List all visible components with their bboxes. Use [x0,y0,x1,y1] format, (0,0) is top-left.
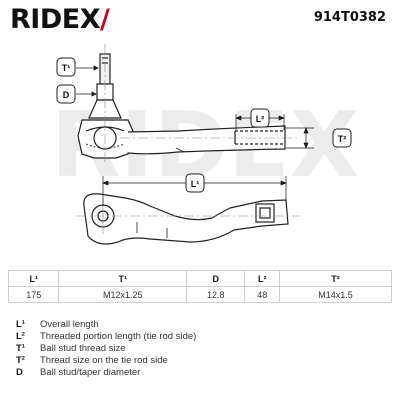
brand-logo: RIDEX/ [10,4,110,35]
part-number: 914T0382 [313,10,386,25]
legend-text: Thread size on the tie rod side [40,355,168,366]
header: RIDEX/ 914T0382 [0,0,400,38]
callout-d: D [56,84,76,104]
label-t2: T² [338,134,347,144]
spec-value: 175 [7,286,60,303]
legend-item: T² Thread size on the tie rod side [16,355,386,367]
technical-drawing: RIDEX [51,44,359,245]
legend: L¹ Overall length L² Threaded portion le… [16,319,386,379]
spec-value: 48 [244,286,281,303]
specs-value-row: 175 M12x1.25 12.8 48 M14x1.5 [7,286,392,303]
spec-header: L¹ [7,270,60,287]
legend-key: L¹ [16,319,25,330]
label-l2: L² [256,114,265,124]
legend-item: L¹ Overall length [16,319,386,331]
legend-item: L² Threaded portion length (tie rod side… [16,331,386,343]
legend-text: Ball stud thread size [40,343,126,354]
legend-text: Ball stud/taper diameter [40,367,141,378]
legend-key: D [16,367,23,378]
tie-rod-end-top-view [77,44,300,162]
spec-header: T¹ [58,270,188,287]
legend-key: T² [16,355,25,366]
legend-text: Overall length [40,319,99,330]
spec-value: M12x1.25 [58,286,188,303]
callout-l1: L¹ [185,173,205,193]
label-l1: L¹ [191,179,200,189]
spec-header: D [186,270,246,287]
callout-t2: T² [332,128,352,148]
specs-table: L¹ T¹ D L² T² 175 M12x1.25 12.8 48 M14x1… [7,270,392,303]
specs-header-row: L¹ T¹ D L² T² [7,270,392,287]
callout-l2: L² [250,108,270,128]
spec-value: 12.8 [186,286,246,303]
legend-key: L² [16,331,25,342]
spec-header: L² [244,270,281,287]
spec-header: T² [279,270,392,287]
legend-item: D Ball stud/taper diameter [16,367,386,379]
legend-item: T¹ Ball stud thread size [16,343,386,355]
label-d: D [63,90,70,100]
tie-rod-end-side-view [76,193,300,245]
legend-text: Threaded portion length (tie rod side) [40,331,197,342]
label-t1: T¹ [62,63,71,73]
spec-value: M14x1.5 [279,286,392,303]
legend-key: T¹ [16,343,25,354]
callout-t1: T¹ [56,57,76,77]
